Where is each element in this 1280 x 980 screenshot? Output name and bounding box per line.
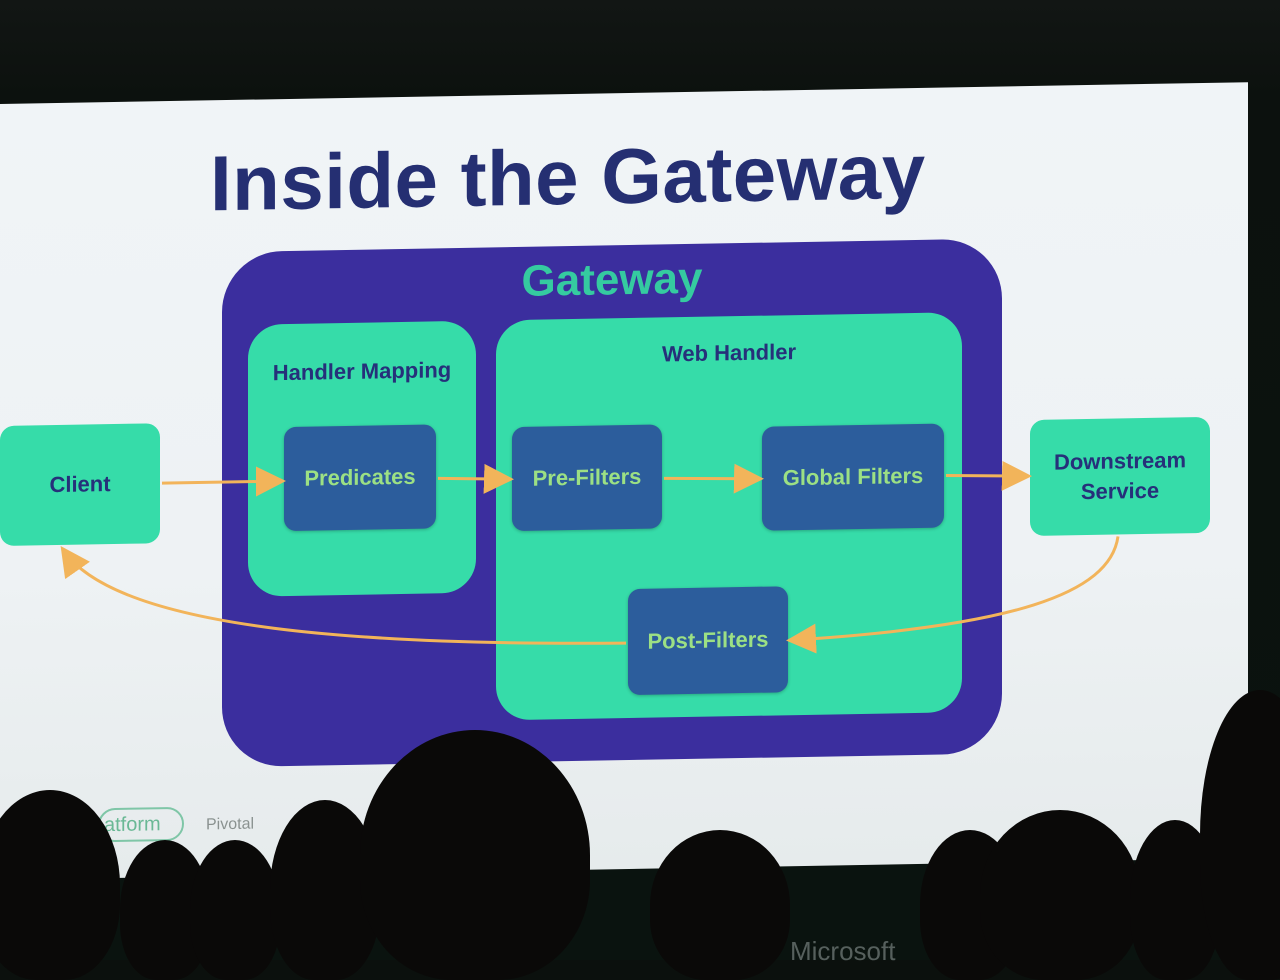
audience-head xyxy=(0,790,120,980)
audience-head xyxy=(650,830,790,980)
audience-head xyxy=(190,840,280,980)
arrow-prefilters-to-globalfilters xyxy=(663,463,764,494)
audience-head xyxy=(980,810,1140,980)
arrow-predicates-to-prefilters xyxy=(437,463,514,494)
footer-logo-pill: atform xyxy=(98,806,184,843)
arrow-postfilters-to-client xyxy=(60,545,627,645)
arrow-client-to-predicates xyxy=(162,466,286,497)
footer-sponsor-text: Pivotal xyxy=(206,815,255,834)
arrow-downstream-to-postfilters xyxy=(786,536,1120,654)
flow-arrows xyxy=(60,460,1120,654)
projection-screen: Inside the Gateway Gateway Handler Mappi… xyxy=(0,82,1248,881)
arrow-globalfilters-to-downstream xyxy=(945,460,1032,491)
audience-head xyxy=(360,730,590,980)
bottom-banner-brand: Microsoft xyxy=(790,936,896,966)
